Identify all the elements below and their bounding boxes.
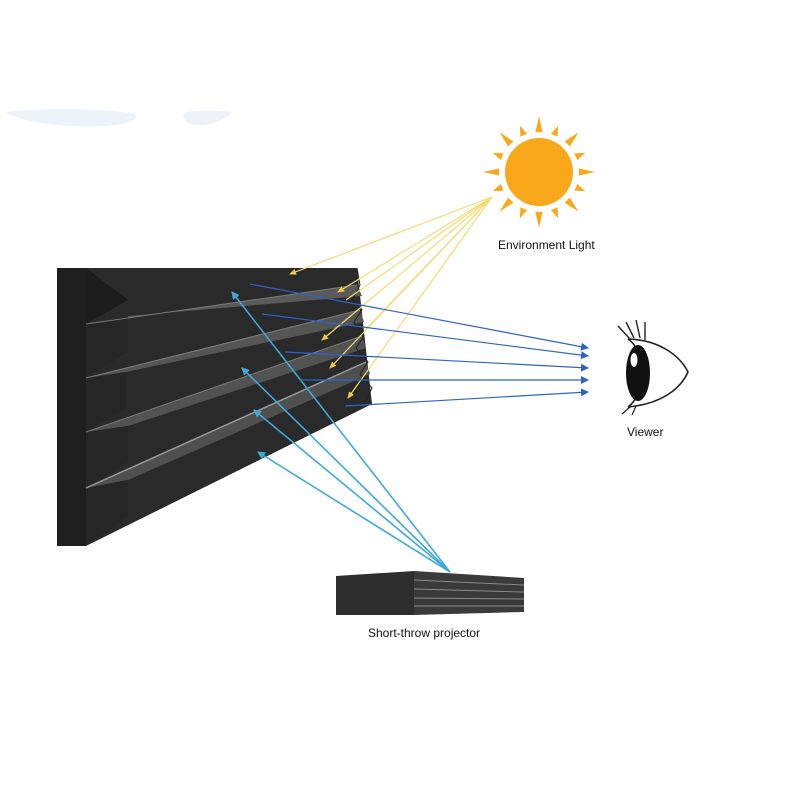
sun-ray xyxy=(535,211,543,228)
projector-icon xyxy=(336,571,525,615)
sun-ray xyxy=(492,183,504,192)
projector-label: Short-throw projector xyxy=(368,626,480,640)
sun-ray xyxy=(578,168,595,176)
sun-ray xyxy=(574,183,586,192)
sun-icon xyxy=(483,116,595,228)
sun-ray xyxy=(519,207,528,219)
projector-light-rays xyxy=(231,291,451,573)
top-decoration xyxy=(5,109,232,127)
reflected-light-rays xyxy=(249,283,589,407)
sun-ray xyxy=(574,152,586,161)
sun-ray xyxy=(550,125,559,137)
viewer-label: Viewer xyxy=(627,425,663,439)
environment-light-rays xyxy=(289,196,493,399)
sun-ray xyxy=(519,125,528,137)
ridged-screen xyxy=(57,267,373,546)
sun-ray xyxy=(535,116,543,133)
eye-icon xyxy=(617,319,689,416)
sun-ray xyxy=(499,197,514,212)
environment-light-label: Environment Light xyxy=(498,238,595,252)
sun-ray xyxy=(499,132,514,147)
sun-ray xyxy=(564,132,579,147)
sun-ray xyxy=(492,152,504,161)
sun-ray xyxy=(550,207,559,219)
sun-ray xyxy=(564,197,579,212)
sun-ray xyxy=(483,168,500,176)
